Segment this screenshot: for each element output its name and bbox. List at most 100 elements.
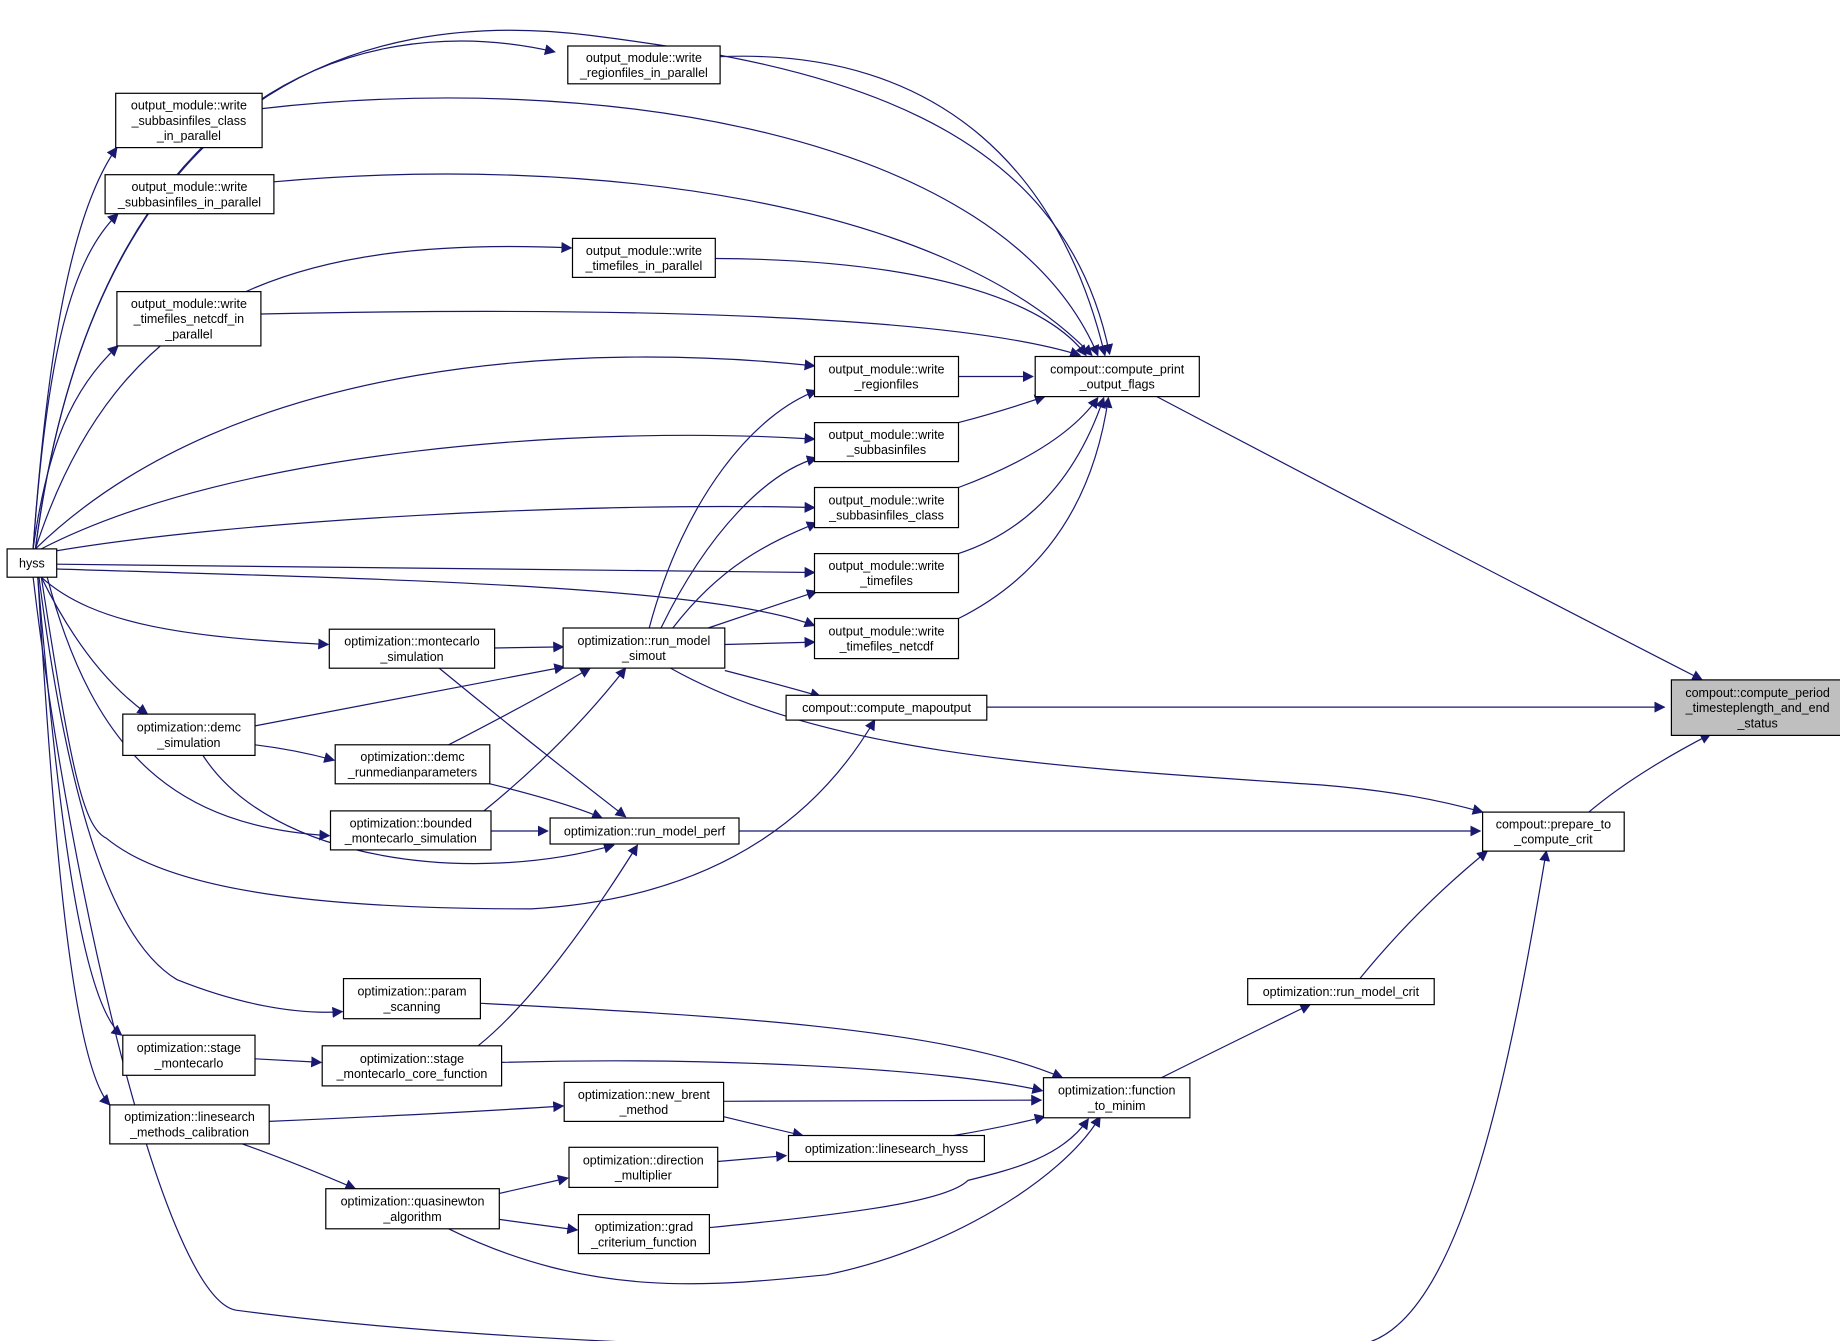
- edge-line: [480, 1002, 1064, 1079]
- edge-line: [724, 636, 816, 648]
- edge-hyss-to-mapout: [40, 577, 876, 910]
- edge-qn-to-dirmul: [499, 1174, 569, 1194]
- node-wr_region[interactable]: output_module::write_regionfiles: [813, 355, 960, 398]
- node-label-line: optimization::demc: [360, 750, 464, 764]
- edge-line: [499, 1218, 579, 1235]
- node-box: [577, 1213, 711, 1255]
- edge-demcsim-to-perf: [202, 755, 615, 865]
- edge-bmcsim-to-simout: [483, 667, 627, 812]
- edge-brent-to-ftm: [723, 1094, 1043, 1106]
- node-wr_sub[interactable]: output_module::write_subbasinfiles: [813, 422, 960, 463]
- edge-line: [254, 1056, 323, 1068]
- node-crit[interactable]: optimization::run_model_crit: [1247, 977, 1435, 1006]
- node-label-line: optimization::linesearch: [124, 1110, 255, 1124]
- node-box: [329, 810, 492, 851]
- node-prep[interactable]: compout::prepare_to_compute_crit: [1481, 811, 1625, 852]
- node-label-line: optimization::direction: [583, 1153, 704, 1167]
- node-box: [787, 1134, 985, 1163]
- edge-mcsim-to-simout: [494, 641, 565, 653]
- node-wr_time_par[interactable]: output_module::write_timefiles_in_parall…: [571, 237, 716, 278]
- edge-stagecore-to-ftm: [501, 1060, 1044, 1094]
- node-wr_subclass[interactable]: output_module::write_subbasinfiles_class: [813, 486, 960, 529]
- node-label-line: optimization::linesearch_hyss: [805, 1142, 968, 1156]
- edge-wrsub-to-cpof: [958, 394, 1046, 424]
- node-wr_time[interactable]: output_module::write_timefiles: [813, 552, 960, 594]
- node-box: [334, 744, 491, 785]
- node-label-line: _timefiles_in_parallel: [585, 259, 703, 273]
- node-label-line: _montecarlo: [154, 1056, 224, 1070]
- node-wr_regpar[interactable]: output_module::write_regionfiles_in_para…: [567, 45, 721, 85]
- node-grad[interactable]: optimization::grad_criterium_function: [577, 1213, 711, 1255]
- node-mc_sim[interactable]: optimization::montecarlo_simulation: [328, 628, 496, 669]
- edge-line: [448, 1115, 1101, 1285]
- node-label-line: _simulation: [379, 650, 443, 664]
- node-mapout[interactable]: compout::compute_mapoutput: [785, 694, 988, 721]
- node-box: [1481, 811, 1625, 852]
- node-box: [6, 548, 58, 578]
- node-label-line: optimization::montecarlo: [344, 635, 480, 649]
- edge-hyss-to-wrsubpar: [32, 212, 119, 549]
- edge-line: [56, 568, 816, 628]
- edge-hyss-to-wrsub: [41, 432, 816, 550]
- node-label-line: optimization::grad: [595, 1220, 694, 1234]
- edge-simout-to-mapout: [724, 669, 822, 699]
- node-stage_mc[interactable]: optimization::stage_montecarlo: [122, 1034, 256, 1076]
- edge-hyss-to-wrnetcdf: [56, 568, 816, 628]
- edge-simout-to-wrsubclass: [672, 521, 818, 629]
- node-label-line: _timefiles_netcdf_in: [133, 312, 245, 326]
- node-param[interactable]: optimization::param_scanning: [342, 977, 481, 1020]
- edge-brent-to-lshyss: [723, 1116, 804, 1139]
- node-label-line: _simout: [621, 649, 666, 663]
- node-box: [1042, 1077, 1191, 1119]
- edge-line: [40, 577, 876, 910]
- node-label-line: _subbasinfiles: [846, 443, 926, 457]
- edge-line: [40, 576, 149, 715]
- node-cpof[interactable]: compout::compute_print_output_flags: [1034, 355, 1200, 398]
- node-ftm[interactable]: optimization::function_to_minim: [1042, 1077, 1191, 1119]
- node-target[interactable]: compout::compute_period_timesteplength_a…: [1670, 679, 1840, 737]
- edge-line: [1588, 733, 1712, 813]
- node-label-line: _compute_crit: [1513, 833, 1593, 847]
- node-dirmul[interactable]: optimization::direction_multiplier: [568, 1146, 719, 1189]
- edge-simout-to-wrsub: [660, 455, 818, 629]
- node-label-line: optimization::run_model: [578, 634, 711, 648]
- node-box: [785, 694, 988, 721]
- node-box: [115, 92, 263, 149]
- node-box: [1247, 977, 1435, 1006]
- node-demc_run[interactable]: optimization::demc_runmedianparameters: [334, 744, 491, 785]
- node-box: [813, 355, 960, 398]
- edge-hyss-to-wrsubclasspar: [32, 146, 118, 549]
- node-label-line: optimization::demc: [137, 721, 241, 735]
- node-lscal[interactable]: optimization::linesearch_methods_calibra…: [109, 1104, 270, 1145]
- node-box: [122, 1034, 256, 1076]
- node-label-line: _scanning: [383, 1000, 441, 1014]
- node-box: [104, 174, 275, 215]
- node-stage_core[interactable]: optimization::stage_montecarlo_core_func…: [321, 1045, 503, 1087]
- edge-line: [1156, 396, 1704, 681]
- node-bmc_sim[interactable]: optimization::bounded_montecarlo_simulat…: [329, 810, 492, 851]
- node-label-line: _method: [619, 1103, 669, 1117]
- edge-hyss-to-mcsim: [40, 576, 330, 650]
- node-qn[interactable]: optimization::quasinewton_algorithm: [325, 1188, 500, 1230]
- node-wr_subclass_par[interactable]: output_module::write_subbasinfiles_class…: [115, 92, 263, 149]
- node-brent[interactable]: optimization::new_brent_method: [563, 1081, 725, 1123]
- node-wr_sub_par[interactable]: output_module::write_subbasinfiles_in_pa…: [104, 174, 275, 215]
- edge-crit-to-prep: [1359, 850, 1489, 979]
- node-simout[interactable]: optimization::run_model_simout: [562, 627, 726, 669]
- node-label-line: _regionfiles: [854, 378, 919, 392]
- edge-lscal-to-brent: [269, 1101, 565, 1122]
- node-wr_netcdf_par[interactable]: output_module::write_timefiles_netcdf_in…: [116, 291, 262, 347]
- node-lshyss[interactable]: optimization::linesearch_hyss: [787, 1134, 985, 1163]
- node-box: [562, 627, 726, 669]
- edge-hyss-to-wrnetcdfpar: [32, 345, 119, 549]
- edge-line: [254, 663, 566, 727]
- node-perf[interactable]: optimization::run_model_perf: [549, 817, 740, 845]
- node-demc_sim[interactable]: optimization::demc_simulation: [122, 713, 256, 756]
- node-box: [549, 817, 740, 845]
- node-label-line: output_module::write: [131, 99, 247, 113]
- node-label-line: _timefiles_netcdf: [839, 640, 934, 654]
- node-wr_netcdf[interactable]: output_module::write_timefiles_netcdf: [813, 617, 960, 660]
- edge-wrsubpar-to-cpof: [273, 173, 1093, 357]
- node-hyss[interactable]: hyss: [6, 548, 58, 578]
